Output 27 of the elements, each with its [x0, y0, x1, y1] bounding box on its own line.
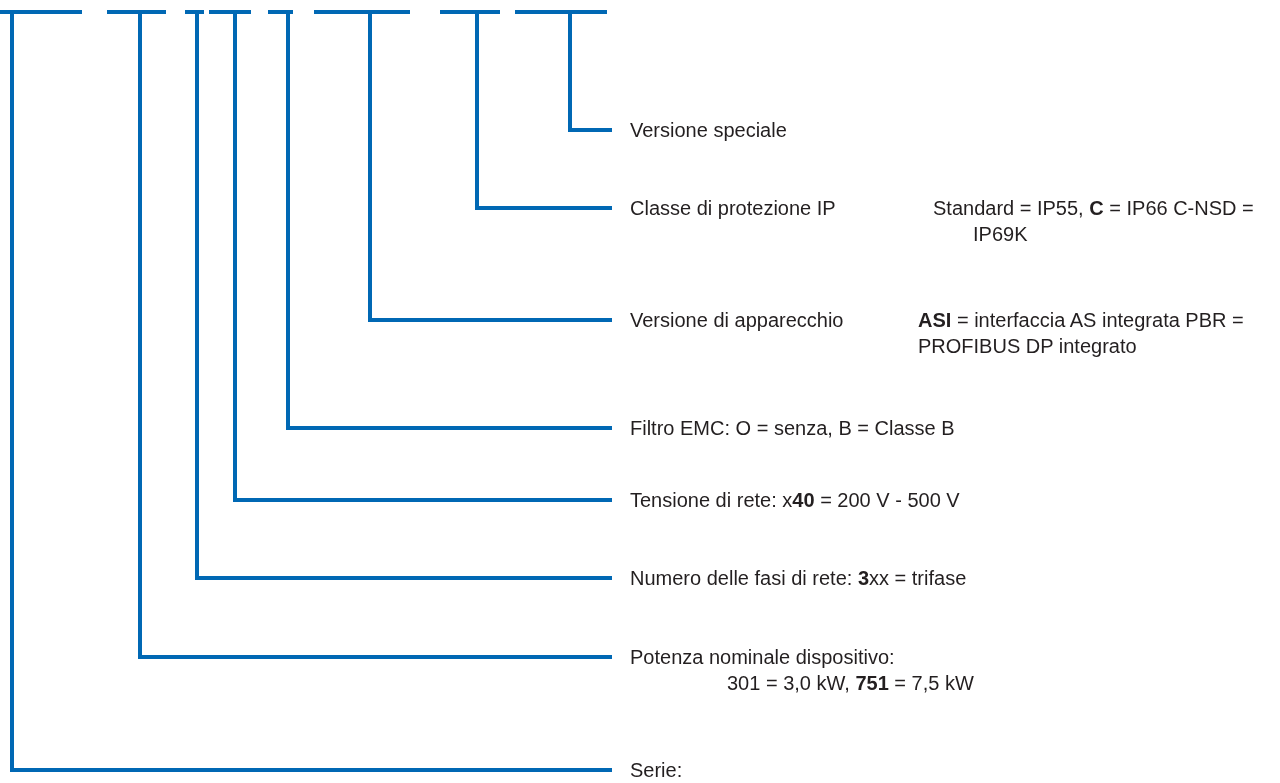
leader-line — [138, 14, 612, 659]
leader-line — [10, 14, 612, 772]
code-segment-bar — [185, 10, 204, 14]
code-segment-bar — [107, 10, 166, 14]
description-text: Tensione di rete: x40 = 200 V - 500 V — [630, 488, 960, 513]
code-segment-bar — [268, 10, 293, 14]
code-segment-bar — [440, 10, 500, 14]
description-text: Numero delle fasi di rete: 3xx = trifase — [630, 566, 967, 591]
value-text: Standard = IP55, C = IP66 C-NSD = IP69K — [933, 196, 1255, 247]
value-text: 301 = 3,0 kW, 751 = 7,5 kW — [727, 671, 974, 696]
leader-line — [368, 14, 612, 322]
code-segment-bar — [0, 10, 82, 14]
code-segment-bar — [314, 10, 410, 14]
leader-line — [475, 14, 612, 210]
code-segment-bar — [209, 10, 251, 14]
leader-line — [233, 14, 612, 502]
description-text: Classe di protezione IP — [630, 196, 836, 221]
description-text: Filtro EMC: O = senza, B = Classe B — [630, 416, 955, 441]
leader-line — [195, 14, 612, 580]
code-segment-bar — [515, 10, 607, 14]
description-text: Serie: — [630, 758, 683, 783]
description-text: Potenza nominale dispositivo: — [630, 645, 895, 670]
description-text: Versione speciale — [630, 118, 787, 143]
leader-line — [286, 14, 612, 430]
description-text: Versione di apparecchio — [630, 308, 844, 333]
leader-line — [568, 14, 612, 132]
value-text: ASI = interfaccia AS integrata PBR = PROFIBUS DP integrato — [918, 308, 1245, 359]
